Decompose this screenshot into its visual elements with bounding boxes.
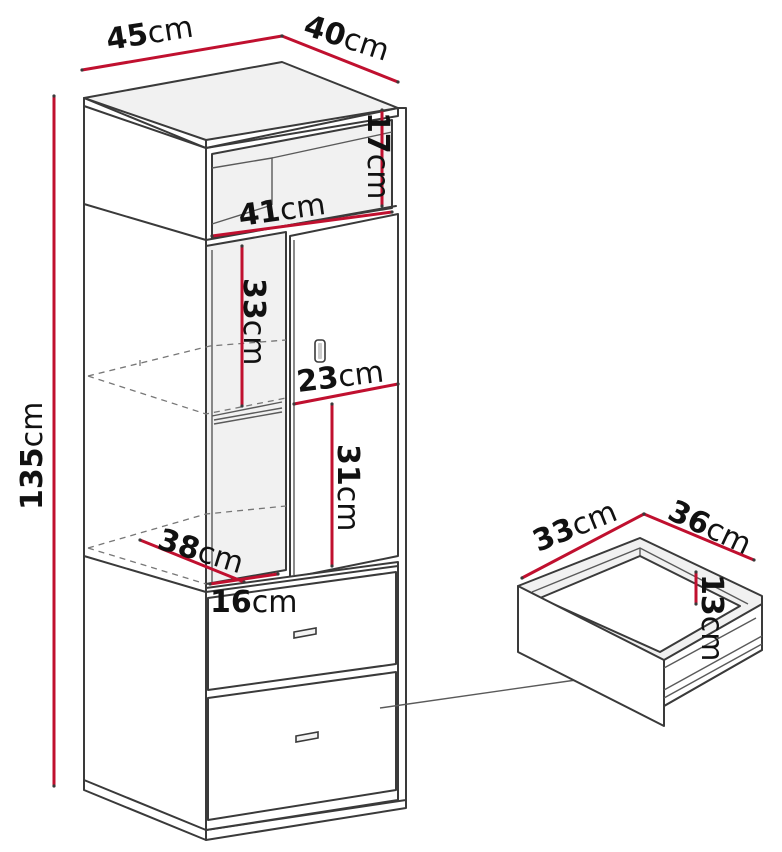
dim-line-shelf-width-end — [276, 572, 280, 576]
dim-line-inner-width — [211, 210, 393, 238]
label-cabinet-depth: 40cm — [300, 8, 394, 68]
label-drawer-height: 13cm — [694, 574, 729, 661]
dim-line-cabinet-depth-end — [396, 80, 400, 84]
dim-line-cabinet-height-end — [52, 784, 56, 788]
label-cabinet-width: 45cm — [104, 10, 196, 58]
detail-leader-line — [379, 679, 577, 709]
dim-line-cabinet-depth-end — [280, 34, 284, 38]
cabinet-door — [289, 213, 399, 579]
cabinet-side-panel — [83, 97, 207, 831]
drawer-side-runner — [663, 603, 763, 707]
dim-line-top-niche-end — [380, 108, 384, 112]
dim-line-upper-shelf-end — [240, 404, 244, 408]
dim-line-shelf-depth-end — [138, 538, 142, 542]
drawer-detail — [379, 537, 763, 727]
dim-line-drawer-depth-end — [642, 512, 646, 516]
dim-line-shelf-width-end — [208, 582, 212, 586]
drawer-1-handle-icon — [293, 627, 317, 639]
dimension-lines — [52, 34, 756, 788]
label-door-width: 23cm — [295, 355, 386, 400]
label-shelf-width: 16cm — [210, 585, 297, 620]
dim-line-drawer-depth-end — [752, 558, 756, 562]
label-cabinet-height: 135cm — [15, 402, 50, 510]
dim-line-cabinet-width-end — [80, 68, 84, 72]
dim-line-cabinet-width — [81, 34, 283, 72]
dim-line-door-width — [293, 382, 399, 406]
label-inner-width: 41cm — [236, 187, 327, 234]
dim-line-drawer-height-end — [694, 570, 698, 574]
dim-line-shelf-depth — [139, 538, 245, 584]
dim-line-lower-shelf-end — [330, 564, 334, 568]
hidden-shelf-upper — [87, 375, 287, 415]
dim-line-door-width-end — [396, 382, 400, 386]
open-compartment — [205, 231, 287, 585]
door-handle-icon — [314, 339, 326, 363]
top-niche — [211, 119, 393, 239]
drawer-2-handle-icon — [295, 731, 319, 743]
dim-line-drawer-width-end — [520, 576, 524, 580]
dim-line-cabinet-height-end — [52, 94, 56, 98]
dim-line-drawer-width — [521, 512, 645, 580]
dim-line-lower-shelf-end — [330, 402, 334, 406]
drawer-2-front — [207, 671, 397, 821]
drawer-box-inner-floor — [539, 555, 741, 653]
dim-line-drawer-height-end — [694, 602, 698, 606]
label-drawer-depth: 36cm — [663, 494, 757, 563]
dim-line-upper-shelf-end — [240, 244, 244, 248]
dim-line-shelf-width — [209, 572, 279, 586]
label-top-niche-height: 17cm — [360, 112, 395, 199]
dim-line-inner-width-end — [390, 210, 394, 214]
dim-line-top-niche-end — [380, 204, 384, 208]
dim-line-inner-width-end — [210, 234, 214, 238]
dim-line-door-width-end — [292, 402, 296, 406]
dim-line-shelf-depth-end — [242, 580, 246, 584]
cabinet-drawing — [83, 61, 407, 841]
drawer-detail-front — [517, 585, 665, 727]
dim-line-cabinet-depth — [281, 34, 399, 84]
label-upper-shelf-height: 33cm — [236, 278, 271, 365]
dim-line-drawer-depth — [643, 512, 755, 562]
label-lower-shelf-height: 31cm — [330, 444, 365, 531]
